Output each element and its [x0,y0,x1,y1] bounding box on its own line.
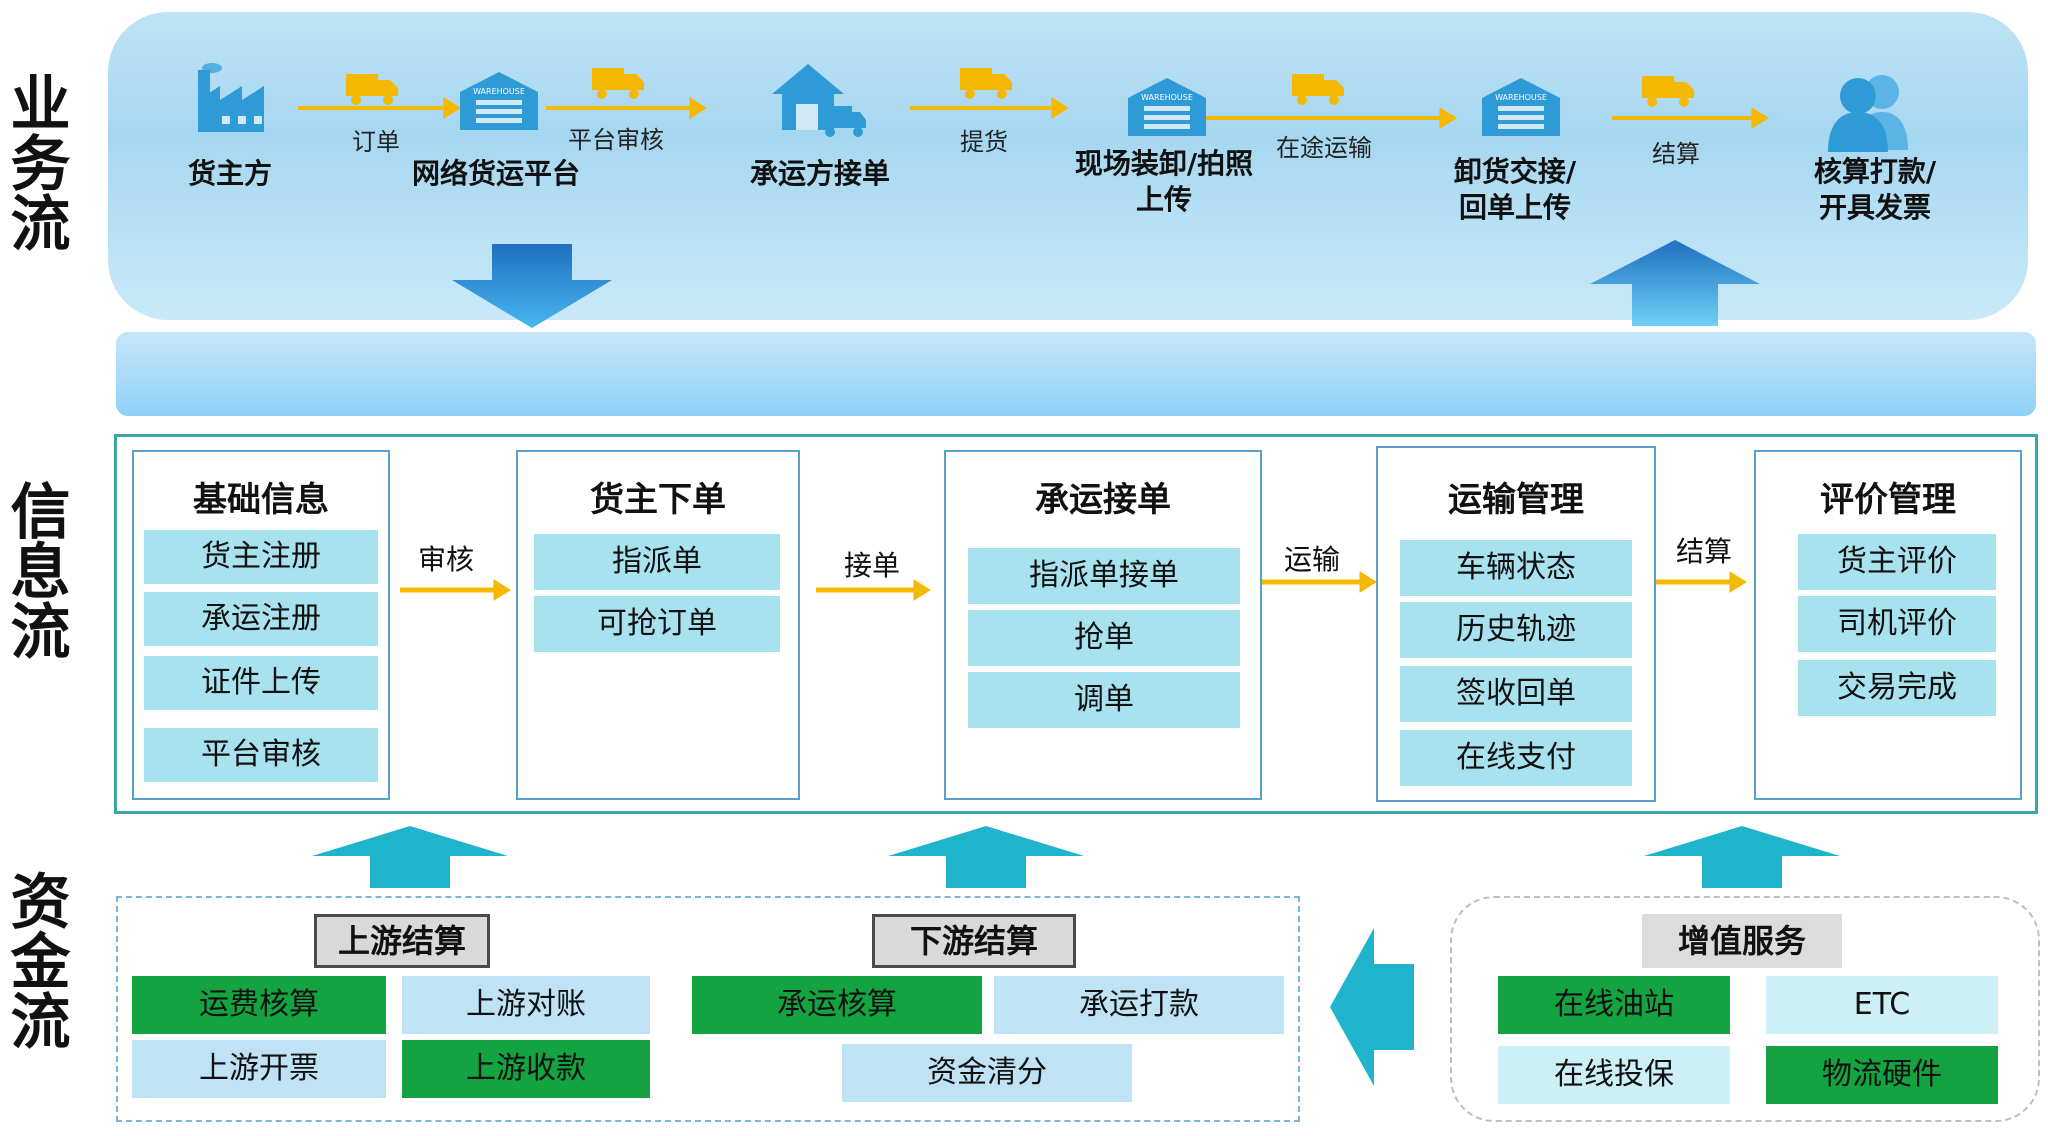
info-flow-arrows [400,571,1747,601]
module-title: 承运接单 [1035,480,1171,520]
module-item: 交易完成 [1798,660,1996,716]
biz-node-platform: 网络货运平台 [396,156,596,192]
biz-node-settle-invoice: 核算打款/ 开具发票 [1790,154,1960,226]
module-item: 可抢订单 [534,596,780,652]
module-title: 运输管理 [1448,480,1584,520]
info-edge-label: 接单 [843,549,900,582]
warehouse-icon: WAREHOUSE [1482,78,1560,136]
up-arrow-icon [1644,826,1840,888]
biz-edge-label: 结算 [1652,140,1700,168]
biz-edge-label: 提货 [960,128,1008,156]
warehouse-icon: WAREHOUSE [1128,78,1206,136]
module-item: 签收回单 [1400,666,1632,722]
truck-icon [346,74,398,105]
fund-item: 上游对账 [402,976,650,1034]
fund-item: 资金清分 [842,1044,1132,1102]
up-arrow-icon [888,826,1084,888]
fund-item: 在线投保 [1498,1046,1730,1104]
module-item: 平台审核 [144,728,378,782]
module-item: 司机评价 [1798,596,1996,652]
info-edge-label: 审核 [417,543,474,576]
module-item: 指派单 [534,534,780,590]
row-label-info: 信息流 [0,480,70,660]
down-arrow-icon [452,244,612,328]
info-edge-label: 运输 [1283,543,1340,576]
module-item: 货主注册 [144,530,378,584]
module-basic-info: 基础信息 货主注册 承运注册 证件上传 平台审核 [132,450,390,800]
people-icon [1828,75,1908,152]
home-truck-icon [772,64,866,137]
truck-icon [1642,76,1694,107]
biz-node-unloading: 卸货交接/ 回单上传 [1430,154,1600,226]
module-title: 货主下单 [590,480,726,520]
warehouse-icon: WAREHOUSE [460,72,538,130]
biz-node-label: 承运方接单 [749,157,890,190]
up-arrow-icon [312,826,508,888]
settlement-box [116,896,1300,1122]
fund-item: 运费核算 [132,976,386,1034]
module-item: 调单 [968,672,1240,728]
module-title: 基础信息 [193,480,329,520]
module-item: 证件上传 [144,656,378,710]
row-label-fund-text: 资金流 [0,870,70,1050]
fund-item: 物流硬件 [1766,1046,1998,1104]
warehouse-sign: WAREHOUSE [473,87,525,96]
biz-node-label: 卸货交接/ 回单上传 [1453,155,1577,224]
biz-edge-label: 订单 [352,128,400,156]
biz-node-shipper: 货主方 [160,156,300,192]
module-transport-mgmt: 运输管理 车辆状态 历史轨迹 签收回单 在线支付 [1376,446,1656,802]
biz-node-label: 货主方 [187,157,272,190]
fund-item: 上游收款 [402,1040,650,1098]
module-rating-mgmt: 评价管理 货主评价 司机评价 交易完成 [1754,450,2022,800]
truck-icon [1292,74,1344,105]
module-carrier-accept: 承运接单 指派单接单 抢单 调单 [944,450,1262,800]
info-flow-frame [114,434,2038,814]
biz-edge-label: 平台审核 [568,126,664,154]
left-arrow-icon [1330,928,1414,1086]
truck-icon [592,68,644,99]
business-flow-base-bar [116,332,2036,416]
fund-item: 上游开票 [132,1040,386,1098]
biz-node-label: 现场装卸/拍照 上传 [1074,147,1254,216]
value-added-box [1450,896,2040,1122]
module-item: 指派单接单 [968,548,1240,604]
up-arrow-icon [1590,240,1760,326]
downstream-title: 下游结算 [872,914,1076,968]
module-item: 车辆状态 [1400,540,1632,596]
upstream-title: 上游结算 [314,914,490,968]
module-item: 抢单 [968,610,1240,666]
biz-node-label: 网络货运平台 [411,157,580,190]
module-item: 在线支付 [1400,730,1632,786]
module-shipper-order: 货主下单 指派单 可抢订单 [516,450,800,800]
module-item: 历史轨迹 [1400,602,1632,658]
fund-item: 承运打款 [994,976,1284,1034]
truck-icon [960,68,1012,99]
business-flow-arrows [298,97,1769,129]
fund-item: 承运核算 [692,976,982,1034]
biz-edge-label: 在途运输 [1276,134,1372,162]
module-item: 货主评价 [1798,534,1996,590]
row-label-business: 业务流 [0,72,70,252]
info-edge-label: 结算 [1675,535,1732,568]
biz-node-label: 核算打款/ 开具发票 [1813,155,1937,224]
warehouse-sign: WAREHOUSE [1495,93,1547,102]
biz-node-carrier-accept: 承运方接单 [730,156,910,192]
factory-icon [198,63,264,132]
row-label-info-text: 信息流 [0,480,70,660]
biz-node-loading: 现场装卸/拍照 上传 [1054,146,1274,218]
fund-item: ETC [1766,976,1998,1034]
module-item: 承运注册 [144,592,378,646]
row-label-business-text: 业务流 [0,72,70,252]
value-added-title: 增值服务 [1642,914,1842,968]
row-label-fund: 资金流 [0,870,70,1050]
fund-item: 在线油站 [1498,976,1730,1034]
module-title: 评价管理 [1820,480,1956,520]
warehouse-sign: WAREHOUSE [1141,93,1193,102]
